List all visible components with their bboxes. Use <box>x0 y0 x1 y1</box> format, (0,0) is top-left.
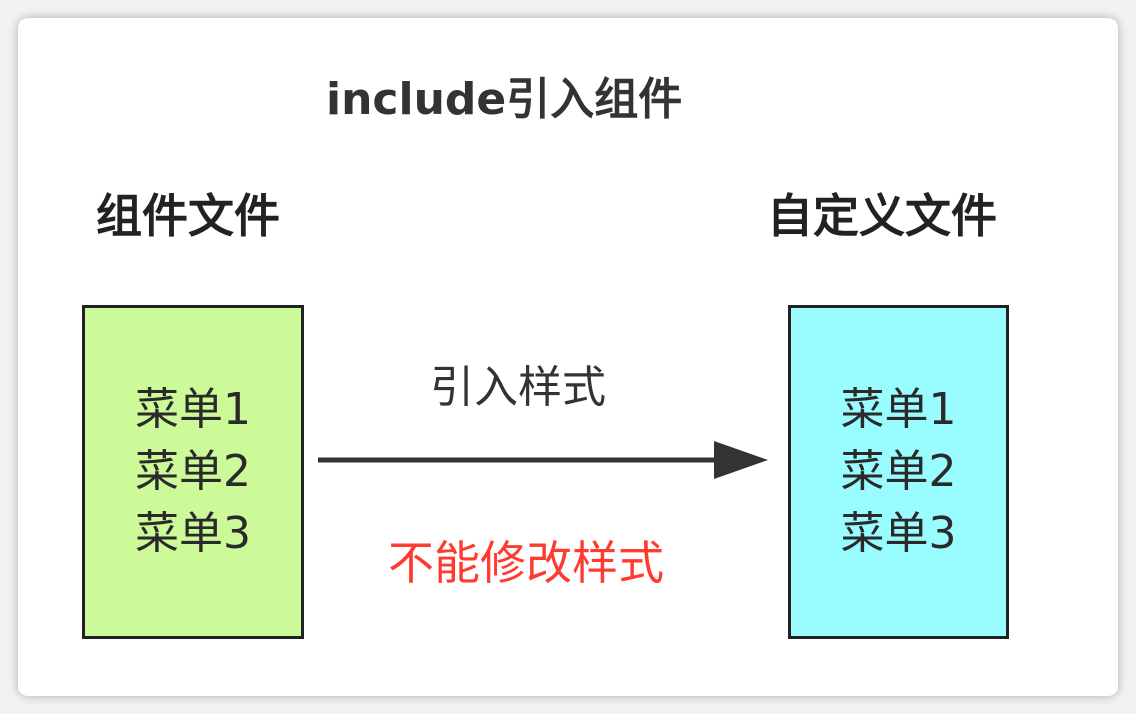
arrow-head-icon <box>714 441 768 479</box>
custom-file-label: 自定义文件 <box>767 189 997 243</box>
custom-file-box: 菜单1 菜单2 菜单3 <box>788 305 1009 639</box>
import-style-label: 引入样式 <box>430 362 606 413</box>
component-file-box: 菜单1 菜单2 菜单3 <box>82 305 304 639</box>
import-arrow <box>318 441 768 479</box>
custom-menu-item-2: 菜单2 <box>840 446 957 497</box>
component-menu-item-3: 菜单3 <box>135 508 251 559</box>
custom-menu-item-1: 菜单1 <box>840 384 957 435</box>
diagram-title: include引入组件 <box>326 74 683 125</box>
custom-menu-item-3: 菜单3 <box>840 508 957 559</box>
component-menu-item-1: 菜单1 <box>135 384 251 435</box>
component-menu-item-2: 菜单2 <box>135 446 251 497</box>
component-file-label: 组件文件 <box>96 189 280 243</box>
cannot-modify-style-note: 不能修改样式 <box>388 536 664 590</box>
